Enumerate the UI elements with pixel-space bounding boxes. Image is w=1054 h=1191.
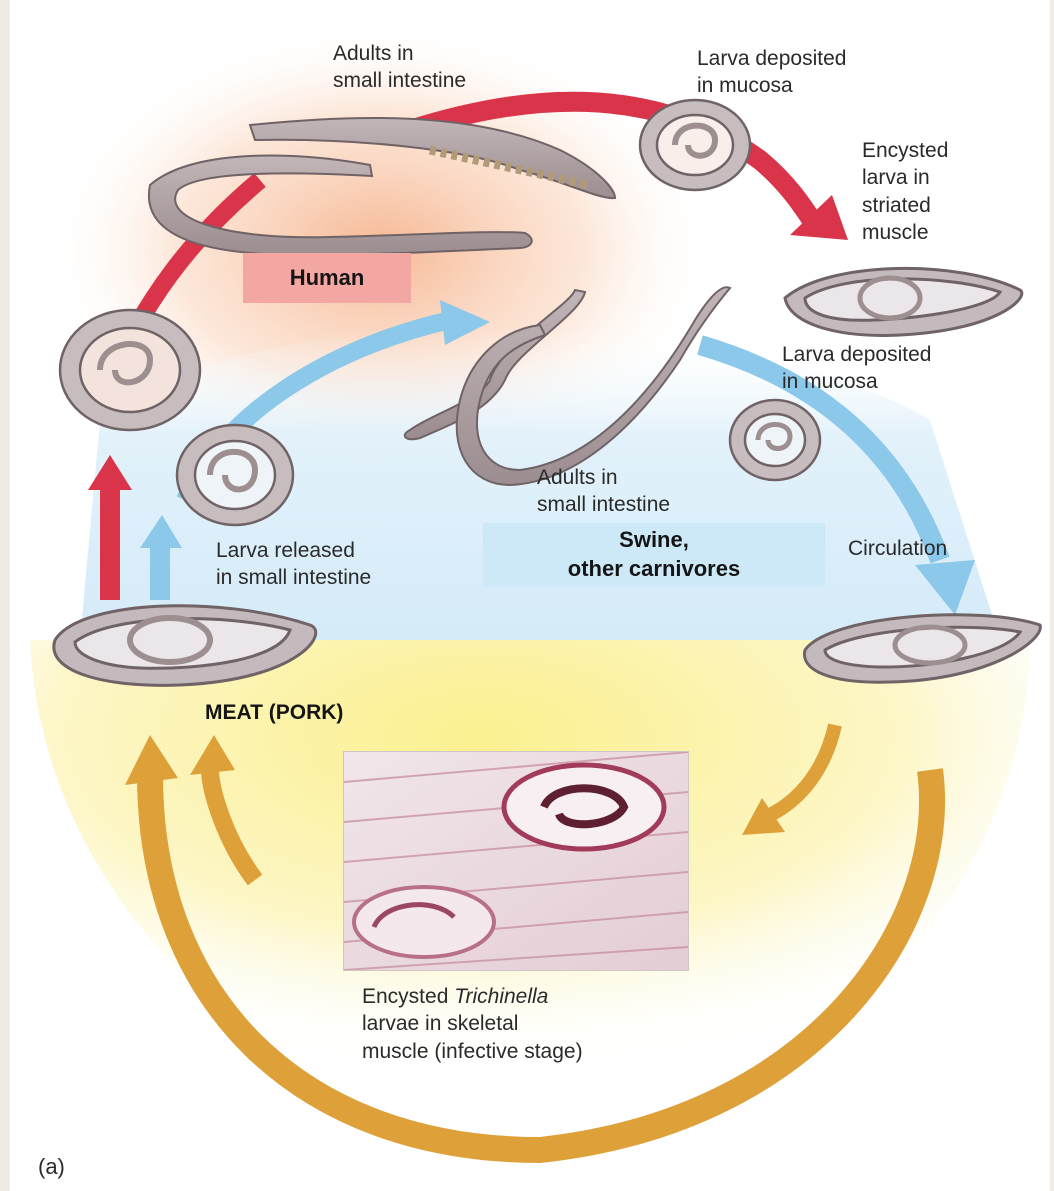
coiled-larva-top-right xyxy=(640,100,750,190)
coiled-larva-left-upper xyxy=(60,310,200,430)
human-host-label: Human xyxy=(243,253,411,303)
cyst-striated-muscle xyxy=(785,268,1022,335)
muscle-micrograph xyxy=(343,751,689,971)
label-circulation: Circulation xyxy=(848,535,947,562)
swine-host-label: Swine, other carnivores xyxy=(483,523,825,587)
label-larva-deposited-top: Larva deposited in mucosa xyxy=(697,45,846,100)
label-larva-deposited-mid: Larva deposited in mucosa xyxy=(782,341,931,396)
label-encysted-striated: Encysted larva in striated muscle xyxy=(862,137,948,246)
coiled-larva-left-lower xyxy=(177,425,293,525)
figure-label: (a) xyxy=(38,1153,65,1182)
label-larva-released: Larva released in small intestine xyxy=(216,537,371,592)
caption-genus: Trichinella xyxy=(454,985,548,1008)
label-adults-human: Adults in small intestine xyxy=(333,40,466,95)
label-meat: MEAT (PORK) xyxy=(205,699,343,726)
label-adults-swine: Adults in small intestine xyxy=(537,464,670,519)
coiled-larva-mid-right xyxy=(730,400,820,480)
caption-prefix: Encysted xyxy=(362,985,454,1008)
caption-rest: larvae in skeletal muscle (infective sta… xyxy=(362,1012,583,1062)
photo-caption: Encysted Trichinella larvae in skeletal m… xyxy=(362,983,583,1065)
